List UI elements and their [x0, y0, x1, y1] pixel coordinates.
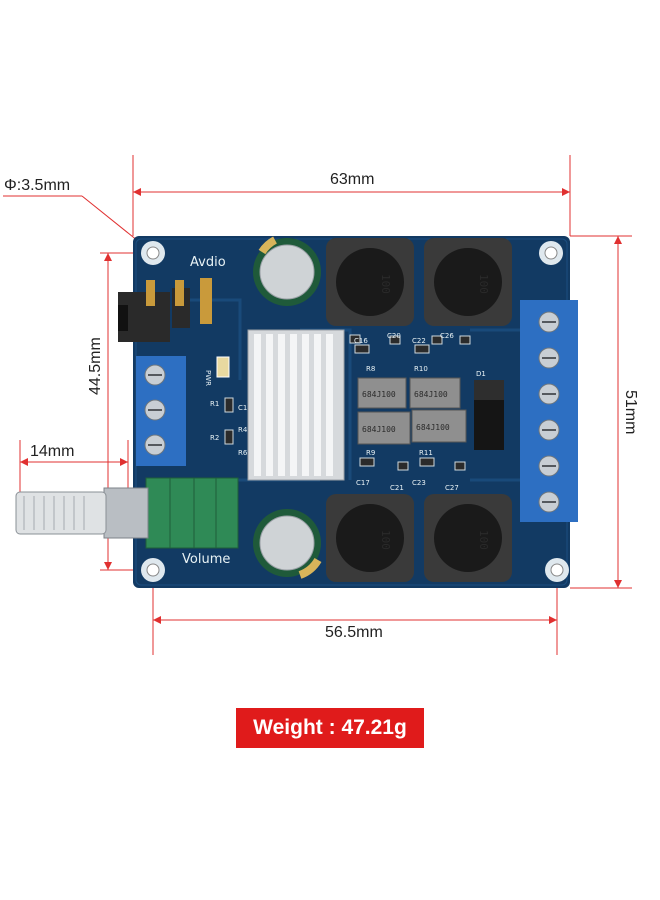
- film-capacitor-3-marking: 684J100: [362, 425, 396, 434]
- r6-label: R6: [238, 449, 248, 457]
- r9-label: R9: [366, 449, 375, 457]
- mounting-hole-br: [545, 558, 569, 582]
- c20-label: C20: [387, 332, 401, 340]
- c23-label: C23: [412, 479, 426, 487]
- r4-label: R4: [238, 426, 248, 434]
- inductor-bl: 100: [326, 494, 414, 582]
- film-capacitor-1: 684J100: [357, 377, 407, 409]
- inductor-br: 100: [424, 494, 512, 582]
- input-terminal-block: [136, 356, 186, 466]
- r8-label: R8: [366, 365, 375, 373]
- dimension-arrows: [20, 188, 622, 624]
- r10-label: R10: [414, 365, 428, 373]
- heatsink: [247, 329, 345, 481]
- inductor-tr-marking: 100: [477, 274, 490, 294]
- volume-silk-label: Volume: [182, 552, 230, 567]
- height-overall-label: 51mm: [622, 390, 639, 434]
- hole-diameter-label: Φ:3.5mm: [4, 177, 70, 194]
- inductor-br-marking: 100: [477, 530, 490, 550]
- c26-label: C26: [440, 332, 454, 340]
- film-capacitor-4: 684J100: [411, 409, 467, 443]
- film-capacitor-4-marking: 684J100: [416, 423, 450, 432]
- pwr-led: [216, 356, 230, 378]
- audio-silk-label: Avdio: [190, 255, 226, 270]
- inductor-tl: 100: [326, 238, 414, 326]
- electrolytic-capacitor-top: [253, 236, 321, 306]
- film-capacitor-3: 684J100: [357, 411, 411, 445]
- weight-badge: Weight : 47.21g: [236, 708, 424, 748]
- width-inner-label: 56.5mm: [325, 624, 383, 641]
- mounting-hole-tl: [141, 241, 165, 265]
- inductor-tl-marking: 100: [379, 274, 392, 294]
- film-capacitor-2-marking: 684J100: [414, 390, 448, 399]
- film-capacitor-1-marking: 684J100: [362, 390, 396, 399]
- mounting-hole-bl: [141, 558, 165, 582]
- electrolytic-capacitor-bottom: [253, 509, 322, 579]
- r1-label: R1: [210, 400, 219, 408]
- c17-label: C17: [356, 479, 370, 487]
- c27-label: C27: [445, 484, 459, 492]
- c16-label: C16: [354, 337, 368, 345]
- dimension-lines: [3, 155, 632, 655]
- d1-label: D1: [476, 370, 486, 378]
- c22-label: C22: [412, 337, 426, 345]
- volume-potentiometer: [15, 477, 239, 549]
- inductor-tr: 100: [424, 238, 512, 326]
- part-designators: C16 C20 C22 C26 R8 R10 R9 R11 C17 C21 C2…: [210, 332, 486, 492]
- small-smd-parts: [224, 334, 471, 471]
- output-terminal-block: [520, 300, 578, 522]
- pwr-silk-label: PWR: [204, 370, 212, 386]
- mounting-hole-tr: [539, 241, 563, 265]
- film-capacitor-2: 684J100: [409, 377, 461, 409]
- height-inner-label: 44.5mm: [87, 337, 104, 395]
- c21-label: C21: [390, 484, 404, 492]
- inductor-bl-marking: 100: [379, 530, 392, 550]
- c1-label: C1: [238, 404, 247, 412]
- audio-jack: [118, 278, 212, 342]
- width-overall-label: 63mm: [330, 171, 374, 188]
- r11-label: R11: [419, 449, 433, 457]
- r2-label: R2: [210, 434, 219, 442]
- knob-offset-label: 14mm: [30, 443, 74, 460]
- diode-d1: [474, 380, 504, 450]
